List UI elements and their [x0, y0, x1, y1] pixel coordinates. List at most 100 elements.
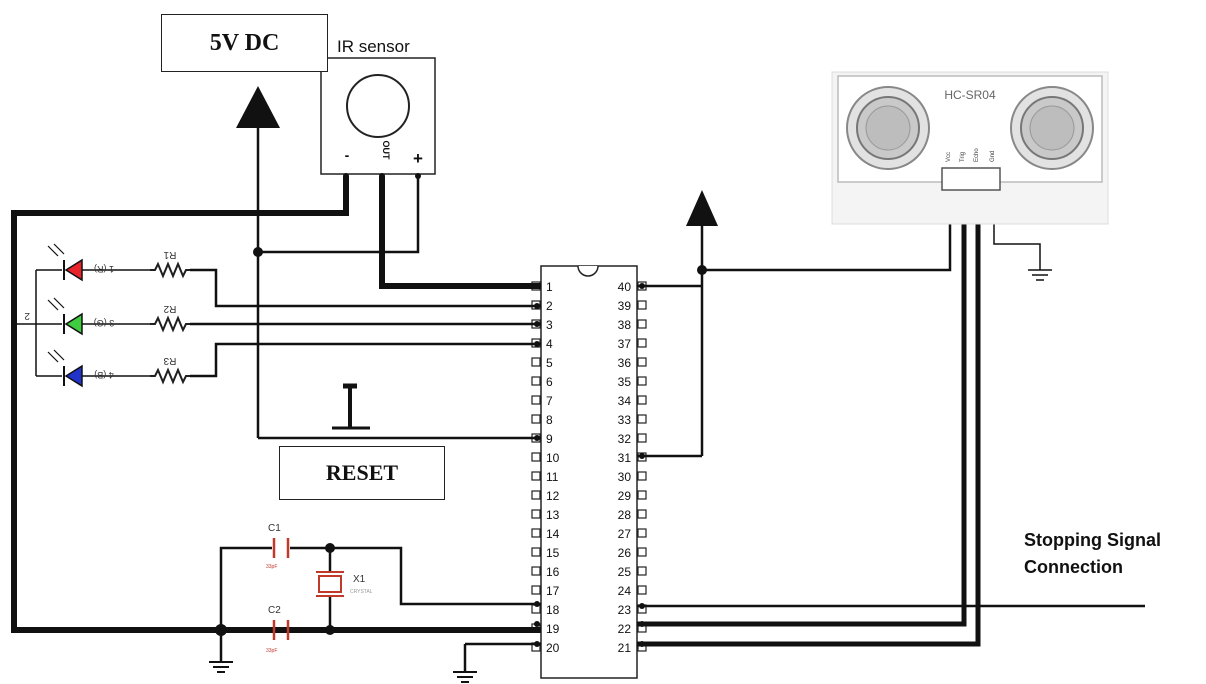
common-pin-label: 2 — [24, 310, 30, 321]
x1-desc-label: CRYSTAL — [350, 589, 373, 595]
ir-plus-label: + — [413, 149, 423, 168]
led-wiring — [190, 268, 541, 378]
ir-wiring — [11, 176, 541, 633]
ic-pin-number-left: 2 — [546, 299, 553, 313]
ic-pin-number-left: 11 — [546, 470, 559, 484]
ic-pin-number-right: 24 — [618, 584, 632, 598]
vcc-arrow-right — [686, 190, 718, 456]
us-pin-label: Trig — [960, 152, 966, 162]
ic-pin-number-left: 13 — [546, 508, 560, 522]
resistor-label: R3 — [163, 355, 176, 366]
ic-pin-number-left: 19 — [546, 622, 560, 636]
ic-pin-number-right: 37 — [618, 337, 632, 351]
junction-dot — [325, 625, 335, 635]
ic-pin-left — [531, 585, 541, 595]
ic-pin-number-right: 31 — [618, 451, 632, 465]
c1-value-label: 33pF — [266, 564, 277, 570]
ir-sensor-title: IR sensor — [337, 37, 410, 56]
junction-dot — [215, 624, 227, 636]
ic-pin-right — [637, 338, 647, 348]
ic-pin-number-right: 35 — [618, 375, 632, 389]
ic-pin-right — [637, 471, 647, 481]
ic-pin-number-right: 30 — [618, 470, 632, 484]
us-pin-label: Echo — [974, 148, 980, 162]
ic-pin-left — [531, 414, 541, 424]
c2-label: C2 — [268, 605, 281, 616]
resistor-label: R2 — [163, 303, 176, 314]
x1-label: X1 — [353, 574, 366, 585]
ic-pin-right — [637, 414, 647, 424]
led-emission-arrow — [53, 349, 65, 361]
ic-pin-right — [637, 509, 647, 519]
hc-sr04-pin-labels: Vcc Trig Echo Gnd — [946, 148, 996, 162]
ic-pin-number-left: 1 — [546, 280, 553, 294]
ic-pin-right — [637, 395, 647, 405]
led-emission-arrow — [53, 243, 65, 255]
reset-switch[interactable] — [258, 383, 541, 440]
led-emission-arrow — [47, 299, 59, 311]
ic-pin-number-left: 3 — [546, 318, 553, 332]
ic-pin-left — [531, 376, 541, 386]
ic-pin-right — [637, 528, 647, 538]
ic-pin-number-left: 7 — [546, 394, 553, 408]
ic-pin-number-right: 22 — [618, 622, 632, 636]
ic-pin-number-left: 6 — [546, 375, 553, 389]
rgb-led-group: R11 (R)R23 (G)R34 (B) — [14, 243, 190, 388]
ic-pin-number-right: 21 — [618, 641, 632, 655]
ic-pin-number-left: 14 — [546, 527, 560, 541]
pin-connection-dot — [534, 621, 540, 627]
hc-sr04-module — [831, 71, 1109, 225]
ic-pin-left — [531, 395, 541, 405]
stopping-signal-label-line2: Connection — [1024, 557, 1123, 577]
ic-pin-number-right: 26 — [618, 546, 632, 560]
ic-pin-number-right: 28 — [618, 508, 632, 522]
ic-pin-number-right: 39 — [618, 299, 632, 313]
led-diode — [64, 258, 83, 282]
ic-pin-number-right: 33 — [618, 413, 632, 427]
ic-pin-number-left: 15 — [546, 546, 560, 560]
ic-pin-number-left: 20 — [546, 641, 560, 655]
ic-pin-number-left: 4 — [546, 337, 553, 351]
ic-pin-number-right: 40 — [618, 280, 632, 294]
crystal-x1 — [316, 571, 344, 597]
ic-pin-left — [531, 566, 541, 576]
ic-pin-number-right: 23 — [618, 603, 632, 617]
ic-pin-number-left: 17 — [546, 584, 560, 598]
ic-pin-number-left: 16 — [546, 565, 560, 579]
ic-pin-right — [637, 376, 647, 386]
ic-pin-right — [637, 566, 647, 576]
ic-pin-left — [531, 509, 541, 519]
ground-symbol-us — [1028, 269, 1052, 281]
ic-pin-number-right: 32 — [618, 432, 632, 446]
ic-pin-number-right: 27 — [618, 527, 632, 541]
ic-pin-number-left: 18 — [546, 603, 560, 617]
ic-pin-right — [637, 319, 647, 329]
crystal-circuit — [219, 546, 541, 672]
ic-pin-left — [531, 528, 541, 538]
ir-sensor — [320, 57, 436, 179]
ic-pin-number-right: 25 — [618, 565, 632, 579]
resistor-label: R1 — [163, 249, 176, 260]
ic-pin-right — [637, 585, 647, 595]
microcontroller-ic: 1234567891011121314151617181920403938373… — [531, 265, 647, 679]
ground-symbol-ic — [453, 671, 477, 683]
junction-dot — [253, 247, 263, 257]
ic-pin-right — [637, 357, 647, 367]
ic-pin-number-left: 12 — [546, 489, 560, 503]
c2-value-label: 33pF — [266, 648, 277, 654]
reset-label: RESET — [279, 446, 445, 500]
ic-pin-group: 1234567891011121314151617181920403938373… — [531, 280, 647, 655]
ic-pin-right — [637, 547, 647, 557]
ic-pin-left — [531, 452, 541, 462]
ic-pin-number-right: 36 — [618, 356, 632, 370]
led-diode — [64, 312, 83, 336]
us-pin-label: Gnd — [990, 151, 996, 162]
ic-pin-number-right: 34 — [618, 394, 632, 408]
led-pin-label: 3 (G) — [94, 318, 115, 328]
ic-pin-right — [637, 433, 647, 443]
ic-pin-number-left: 9 — [546, 432, 553, 446]
ic-pin-left — [531, 357, 541, 367]
stopping-signal-label-line1: Stopping Signal — [1024, 530, 1161, 550]
led-emission-arrow — [47, 245, 59, 257]
ic-pin-left — [531, 490, 541, 500]
